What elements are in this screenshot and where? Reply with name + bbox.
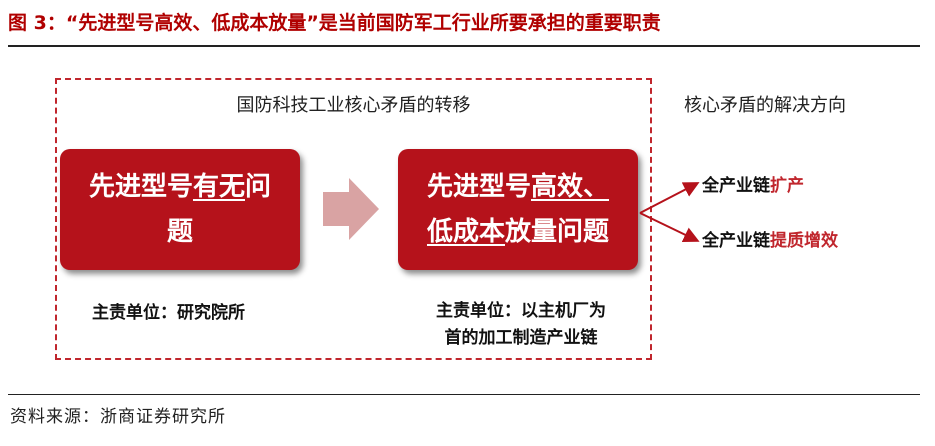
old-contradiction-line1: 先进型号有无问 [89,165,271,210]
transition-arrow-icon [323,178,379,240]
direction-item-highlight: 扩产 [770,176,804,196]
old-contradiction-underlined: 有无 [192,171,245,202]
new-responsible-unit: 主责单位：以主机厂为 首的加工制造产业链 [402,298,640,352]
old-contradiction-suffix: 问 [245,171,272,202]
direction-item-prefix: 全产业链 [702,176,770,196]
figure-title: 图 3：“先进型号高效、低成本放量”是当前国防军工行业所要承担的重要职责 [8,12,661,34]
bottom-divider [8,394,920,395]
new-contradiction-box: 先进型号高效、 低成本放量问题 [398,149,638,270]
new-contradiction-line2: 低成本放量问题 [427,210,609,255]
new-responsible-line2: 首的加工制造产业链 [444,328,598,348]
new-contradiction-underlined-2: 低成本 [426,216,505,247]
direction-item-highlight: 提质增效 [770,231,838,251]
direction-item-prefix: 全产业链 [702,231,770,251]
old-contradiction-box: 先进型号有无问 题 [60,149,300,270]
old-contradiction-prefix: 先进型号 [88,171,193,202]
top-divider [8,45,920,47]
new-contradiction-suffix: 放量问题 [505,216,610,247]
direction-item-efficiency: 全产业链提质增效 [702,226,838,251]
new-contradiction-line1: 先进型号高效、 [427,165,609,210]
fork-arrow-icon [639,182,700,242]
new-responsible-line1: 主责单位：以主机厂为 [436,301,606,321]
directions-title: 核心矛盾的解决方向 [684,95,846,116]
frame-title: 国防科技工业核心矛盾的转移 [236,95,471,116]
old-responsible-unit: 主责单位：研究院所 [92,303,245,323]
direction-item-expand: 全产业链扩产 [702,171,804,196]
new-contradiction-prefix: 先进型号 [426,171,531,202]
source-note: 资料来源：浙商证券研究所 [10,407,226,427]
old-contradiction-line2: 题 [166,216,193,247]
new-contradiction-underlined-1: 高效、 [531,171,610,202]
